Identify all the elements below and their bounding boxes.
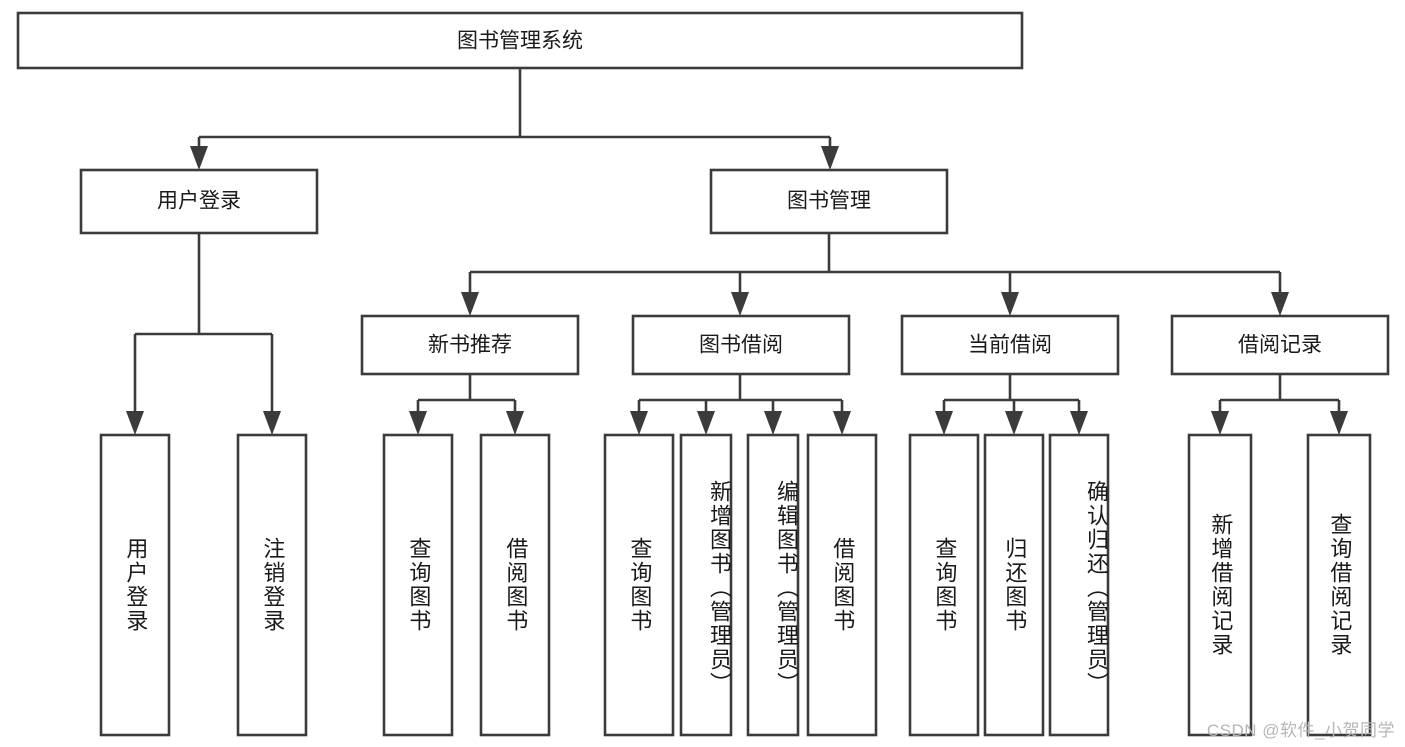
watermark-text: CSDN @软件_小贺同学 xyxy=(1206,721,1395,740)
arrow-head-icon xyxy=(409,411,427,435)
connector-group-books-to-level3 xyxy=(461,233,1289,316)
node-leaf-confirm-return-admin[interactable] xyxy=(1048,433,1110,737)
node-book-borrow[interactable] xyxy=(631,314,851,376)
arrow-head-icon xyxy=(190,146,208,170)
node-leaf-borrow-book-1[interactable] xyxy=(479,433,551,737)
arrow-head-icon xyxy=(1211,411,1229,435)
node-new-book-recommend-label: 新书推荐 xyxy=(428,334,512,357)
arrow-head-icon xyxy=(1001,292,1019,316)
arrow-head-icon xyxy=(935,411,953,435)
arrow-head-icon xyxy=(1330,411,1348,435)
node-root-system-label: 图书管理系统 xyxy=(457,30,583,53)
arrow-head-icon xyxy=(731,292,749,316)
node-leaf-query-book-3[interactable] xyxy=(908,433,980,737)
node-leaf-borrow-book-2[interactable] xyxy=(806,433,878,737)
arrow-head-icon xyxy=(263,411,281,435)
node-leaf-query-borrow-record[interactable] xyxy=(1306,433,1372,737)
node-user-login[interactable] xyxy=(79,168,319,235)
node-user-login-label: 用户登录 xyxy=(157,190,241,213)
arrow-head-icon xyxy=(1005,411,1023,435)
connector-group-borrow-to-leaves xyxy=(630,374,851,435)
arrow-head-icon xyxy=(1271,292,1289,316)
arrow-head-icon xyxy=(764,411,782,435)
node-book-management[interactable] xyxy=(709,168,949,235)
arrow-head-icon xyxy=(833,411,851,435)
connector-group-root-to-level2 xyxy=(190,68,839,170)
node-borrow-record[interactable] xyxy=(1170,314,1390,376)
connector-group-record-to-leaves xyxy=(1211,374,1348,435)
node-leaf-query-book-1[interactable] xyxy=(382,433,454,737)
node-book-borrow-label: 图书借阅 xyxy=(699,334,783,357)
node-leaf-return-book[interactable] xyxy=(983,433,1045,737)
node-new-book-recommend[interactable] xyxy=(360,314,580,376)
node-borrow-record-label: 借阅记录 xyxy=(1238,334,1322,357)
node-leaf-add-book-admin[interactable] xyxy=(679,433,733,737)
connector-group-newbook-to-leaves xyxy=(409,374,524,435)
node-leaf-user-login[interactable] xyxy=(99,433,171,737)
node-leaf-add-borrow-record[interactable] xyxy=(1187,433,1253,737)
arrow-head-icon xyxy=(821,146,839,170)
node-current-borrow-label: 当前借阅 xyxy=(968,334,1052,357)
node-leaf-logout[interactable] xyxy=(236,433,308,737)
connector-group-login-to-leaves xyxy=(126,233,281,435)
node-leaf-edit-book-admin[interactable] xyxy=(746,433,800,737)
arrow-head-icon xyxy=(126,411,144,435)
arrow-head-icon xyxy=(1070,411,1088,435)
arrow-head-icon xyxy=(506,411,524,435)
node-book-management-label: 图书管理 xyxy=(787,190,871,213)
arrow-head-icon xyxy=(461,292,479,316)
node-leaf-query-book-2[interactable] xyxy=(603,433,675,737)
arrow-head-icon xyxy=(697,411,715,435)
node-current-borrow[interactable] xyxy=(900,314,1120,376)
arrow-head-icon xyxy=(630,411,648,435)
node-root-system[interactable] xyxy=(16,11,1024,70)
connector-group-current-to-leaves xyxy=(935,374,1088,435)
